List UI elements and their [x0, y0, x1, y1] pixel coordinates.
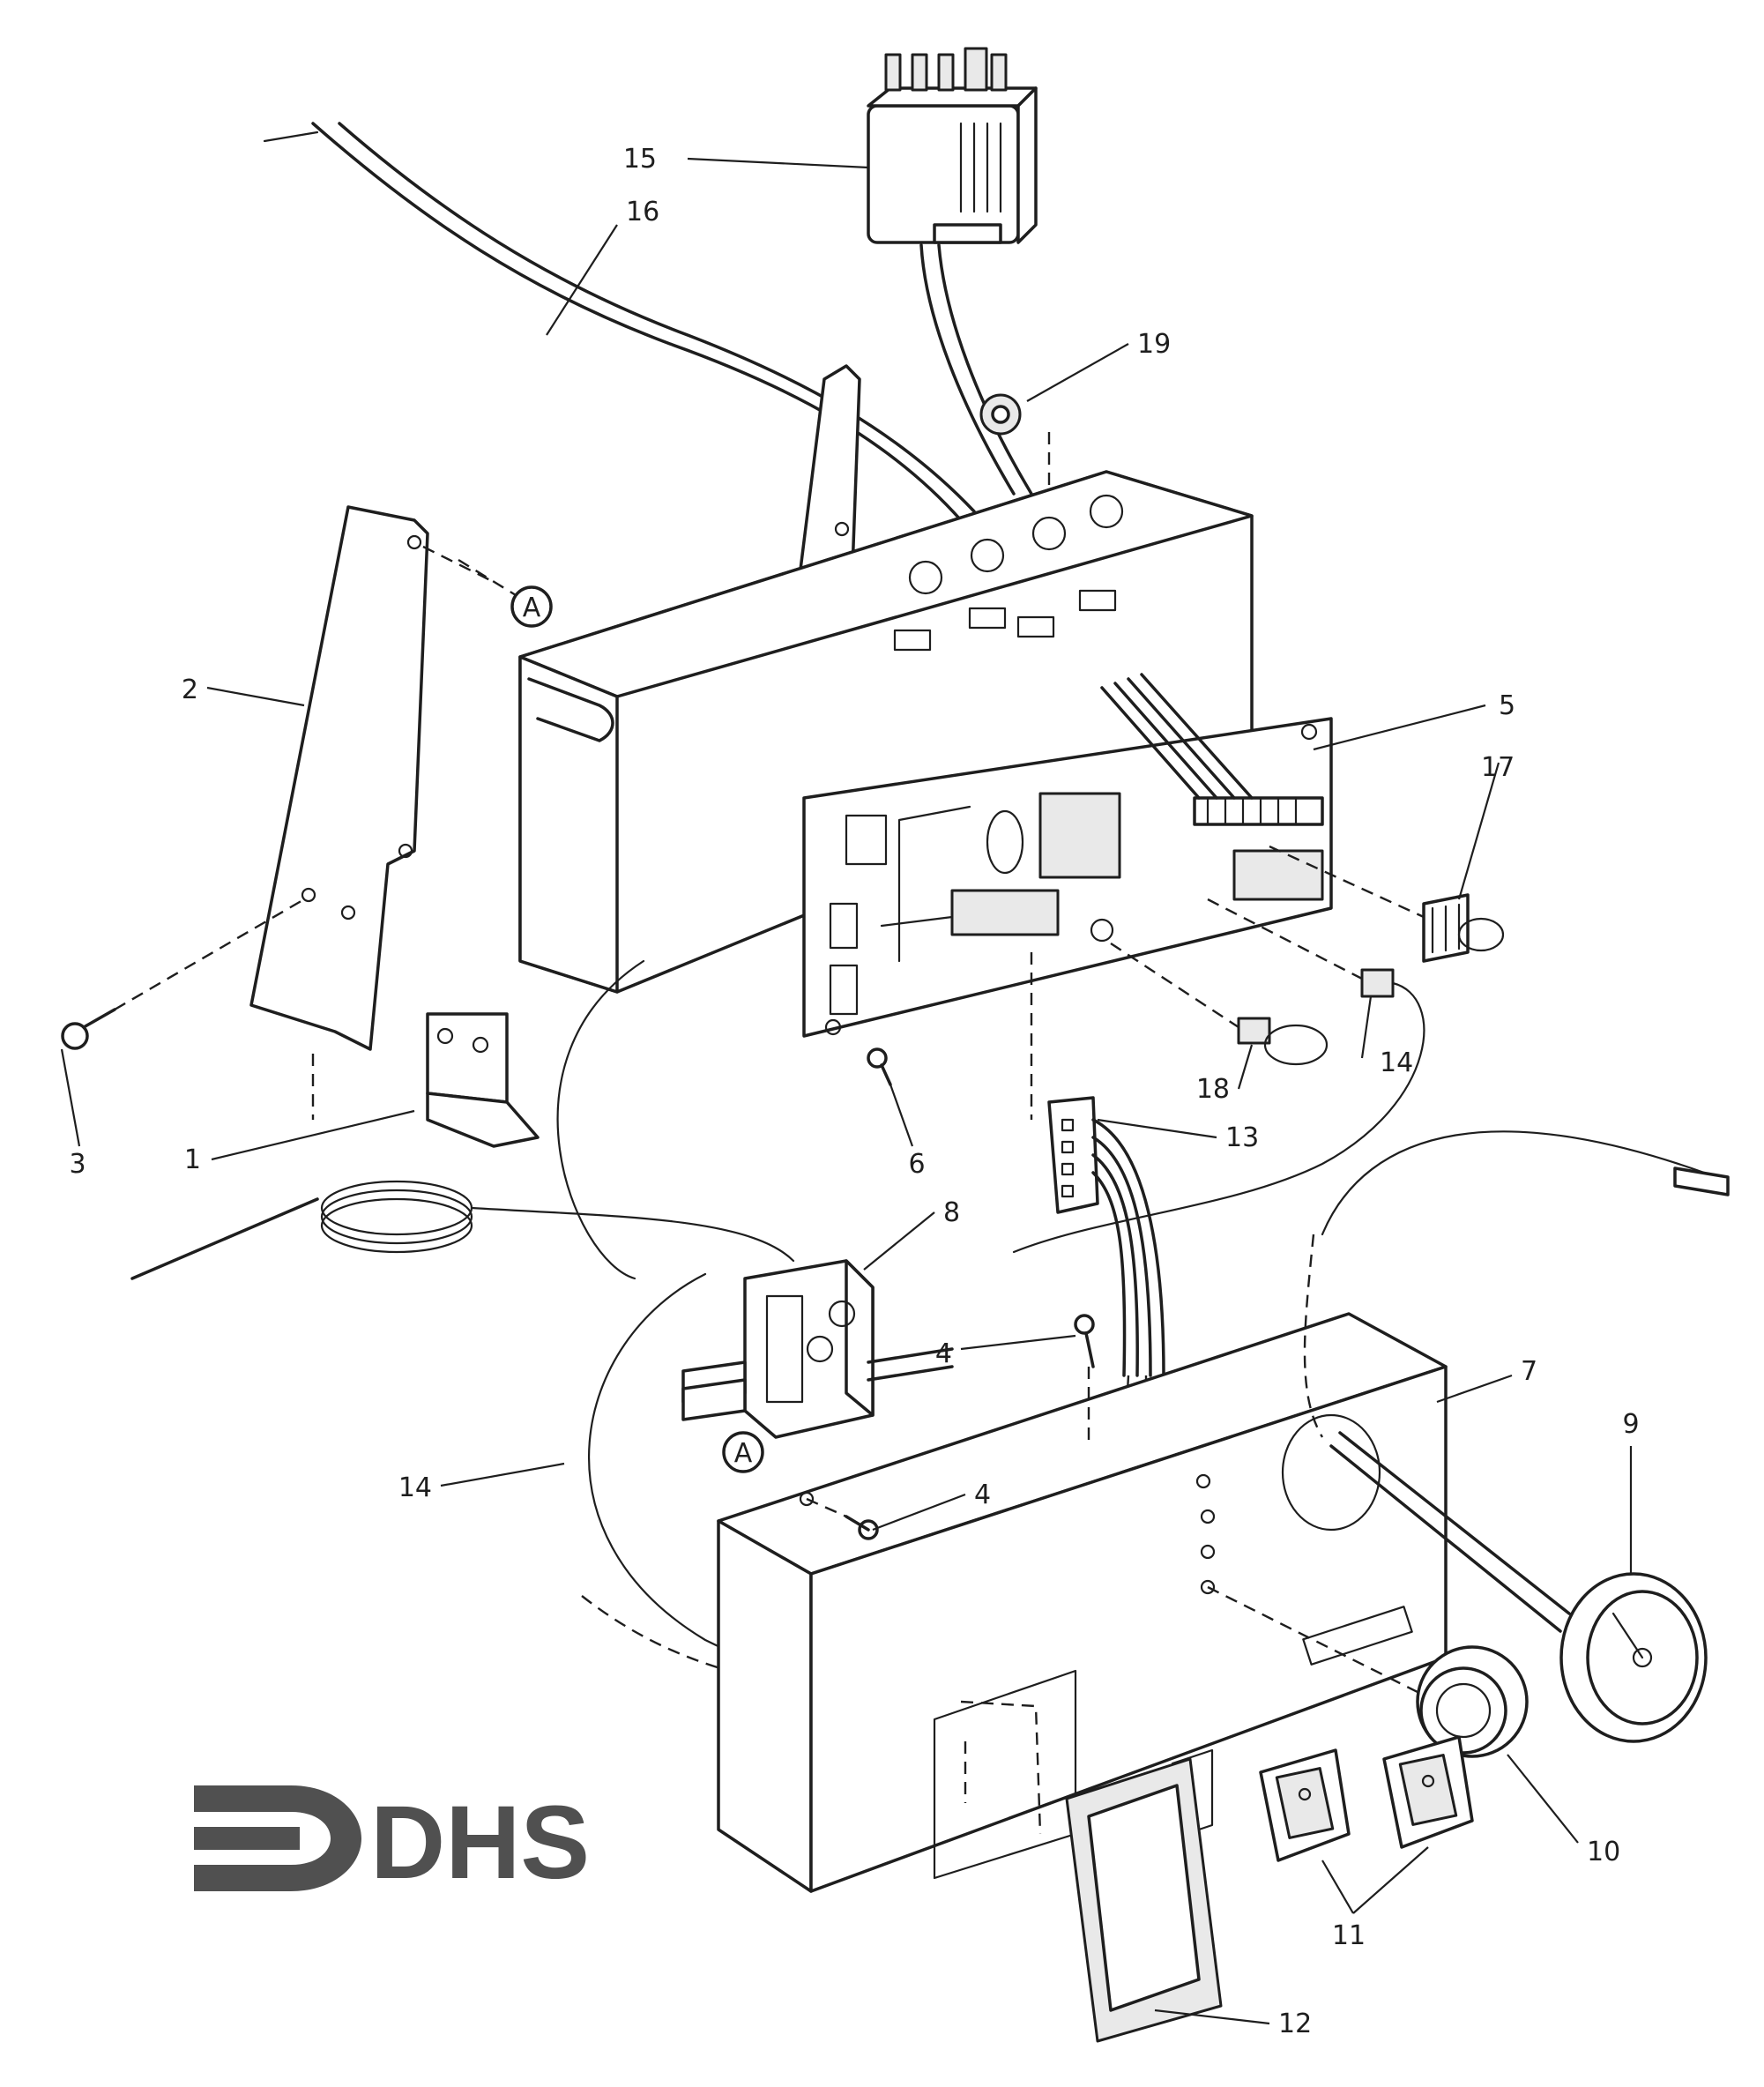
label-5: 5 — [1499, 690, 1515, 721]
label-11: 11 — [1332, 1920, 1366, 1951]
part-4-screw-top — [1074, 1314, 1095, 1446]
label-3: 3 — [69, 1149, 86, 1180]
label-14-upper: 14 — [1380, 1047, 1413, 1078]
part-15-plug — [867, 47, 1038, 496]
part-11-rocker-switch-left — [1259, 1748, 1351, 1862]
label-19: 19 — [1137, 329, 1171, 360]
logo-text: DHS — [370, 1785, 590, 1901]
part-5-circuit-board — [802, 673, 1333, 1038]
label-17: 17 — [1481, 752, 1515, 783]
label-14-lower: 14 — [398, 1472, 432, 1503]
part-10-control-knob — [1207, 1585, 1529, 1758]
part-number-labels: 15 16 19 2 5 17 3 1 6 13 18 14 8 4 14 4 … — [69, 144, 1639, 2039]
label-1: 1 — [184, 1144, 201, 1175]
marker-letter: A — [734, 1438, 753, 1469]
part-14-connector-upper — [1012, 898, 1425, 1254]
part-9-temperature-gauge — [1303, 1130, 1730, 1743]
label-13: 13 — [1225, 1122, 1259, 1153]
part-12-panel-bezel — [1065, 1757, 1223, 2043]
part-19-grommet — [979, 393, 1051, 489]
logo-mark — [194, 1785, 361, 1891]
part-6-screw — [867, 1047, 892, 1086]
label-8: 8 — [943, 1197, 960, 1228]
label-12: 12 — [1278, 2009, 1312, 2039]
reference-marker-a-lower: A — [722, 1431, 764, 1473]
logo-bar — [194, 1827, 300, 1850]
label-18: 18 — [1196, 1074, 1230, 1105]
label-4-top: 4 — [935, 1338, 952, 1369]
label-2: 2 — [182, 675, 198, 705]
label-6: 6 — [908, 1149, 925, 1180]
label-4-front: 4 — [974, 1480, 991, 1510]
marker-letter: A — [523, 593, 541, 623]
label-16: 16 — [626, 197, 659, 227]
part-16-cable — [263, 122, 976, 522]
part-8-thermostat — [130, 959, 954, 1439]
control-box-housing — [518, 470, 1254, 994]
part-4-screw-front — [806, 1497, 879, 1540]
label-15: 15 — [623, 144, 657, 175]
label-9: 9 — [1622, 1409, 1639, 1440]
part-1-angle-bracket — [311, 1012, 540, 1148]
dhs-logo: DHS — [194, 1785, 590, 1901]
label-10: 10 — [1587, 1837, 1620, 1867]
part-7-front-panel — [717, 1312, 1448, 1893]
reference-marker-a-upper: A — [458, 558, 553, 628]
part-3-screw — [61, 898, 305, 1050]
label-7: 7 — [1521, 1356, 1537, 1387]
part-11-rocker-switch-right — [1382, 1735, 1474, 1849]
part-17-terminal-strip — [1269, 845, 1505, 963]
part-18-link-connector — [1110, 942, 1329, 1066]
leader-lines — [60, 157, 1633, 2025]
part-2-side-bracket — [249, 505, 495, 1051]
